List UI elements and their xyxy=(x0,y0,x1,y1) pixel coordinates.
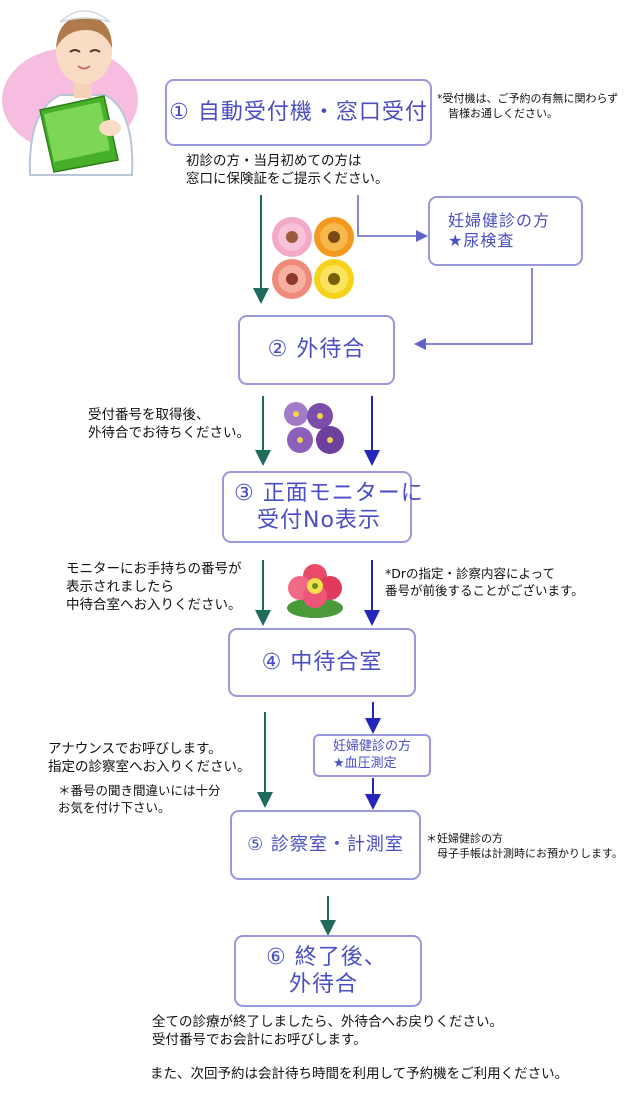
arrow-urine-to-2 xyxy=(414,268,533,350)
note-number-caution: ＊番号の聞き間違いには十分 お気を付け下さい。 xyxy=(58,783,221,815)
step-6-label: ⑥ 終了後、 外待合 xyxy=(266,944,387,998)
step-6-after-box: ⑥ 終了後、 外待合 xyxy=(234,935,422,1007)
note-monitor-number: モニターにお手持ちの番号が 表示されましたら 中待合室へお入りください。 xyxy=(66,561,242,614)
step-2-label: ② 外待合 xyxy=(267,337,366,363)
note-all-done: 全ての診療が終了しましたら、外待合へお戻りください。 受付番号でお会計にお呼びし… xyxy=(152,1014,503,1049)
arrow-to-urine xyxy=(357,195,428,242)
note-next-reservation: また、次回予約は会計待ち時間を利用して予約機をご利用ください。 xyxy=(150,1066,569,1082)
step-4-inner-waiting-box: ④ 中待合室 xyxy=(228,628,416,697)
step-4-label: ④ 中待合室 xyxy=(261,649,383,675)
step-3-label: ③ 正面モニターに 受付No表示 xyxy=(234,480,424,534)
step-5-exam-room-box: ⑤ 診察室・計測室 xyxy=(230,810,421,880)
note-after-ticket: 受付番号を取得後、 外待合でお待ちください。 xyxy=(88,407,250,442)
nurse-icon xyxy=(2,10,138,176)
pregnancy-urine-label: 妊婦健診の方 ★尿検査 xyxy=(448,211,551,250)
step-3-monitor-box: ③ 正面モニターに 受付No表示 xyxy=(222,471,423,543)
step-1-reception-box: ① 自動受付機・窓口受付 xyxy=(165,79,432,146)
note-order-change: *Drの指定・診察内容によって 番号が前後することがございます。 xyxy=(385,566,584,598)
note-announcement: アナウンスでお呼びします。 指定の診察室へお入りください。 xyxy=(48,741,251,776)
pregnancy-urine-test-box: 妊婦健診の方 ★尿検査 xyxy=(428,196,583,266)
note-first-visit: 初診の方・当月初めての方は 窓口に保険証をご提示ください。 xyxy=(186,153,389,188)
note-reception-machine: *受付機は、ご予約の有無に関わらず 皆様お通しください。 xyxy=(437,92,619,120)
step-5-label: ⑤ 診察室・計測室 xyxy=(247,833,404,855)
note-maternal-handbook: ＊妊婦健診の方 母子手帳は計測時にお預かりします。 xyxy=(426,832,623,860)
pansy-flowers-icon xyxy=(284,402,344,454)
primrose-flower-icon xyxy=(287,564,343,618)
gerbera-flowers-icon xyxy=(272,217,354,299)
step-2-outer-waiting-box: ② 外待合 xyxy=(238,315,395,385)
pregnancy-blood-pressure-box: 妊婦健診の方 ★血圧測定 xyxy=(313,734,431,777)
pregnancy-bp-label: 妊婦健診の方 ★血圧測定 xyxy=(332,739,411,771)
step-1-label: ① 自動受付機・窓口受付 xyxy=(169,99,428,125)
